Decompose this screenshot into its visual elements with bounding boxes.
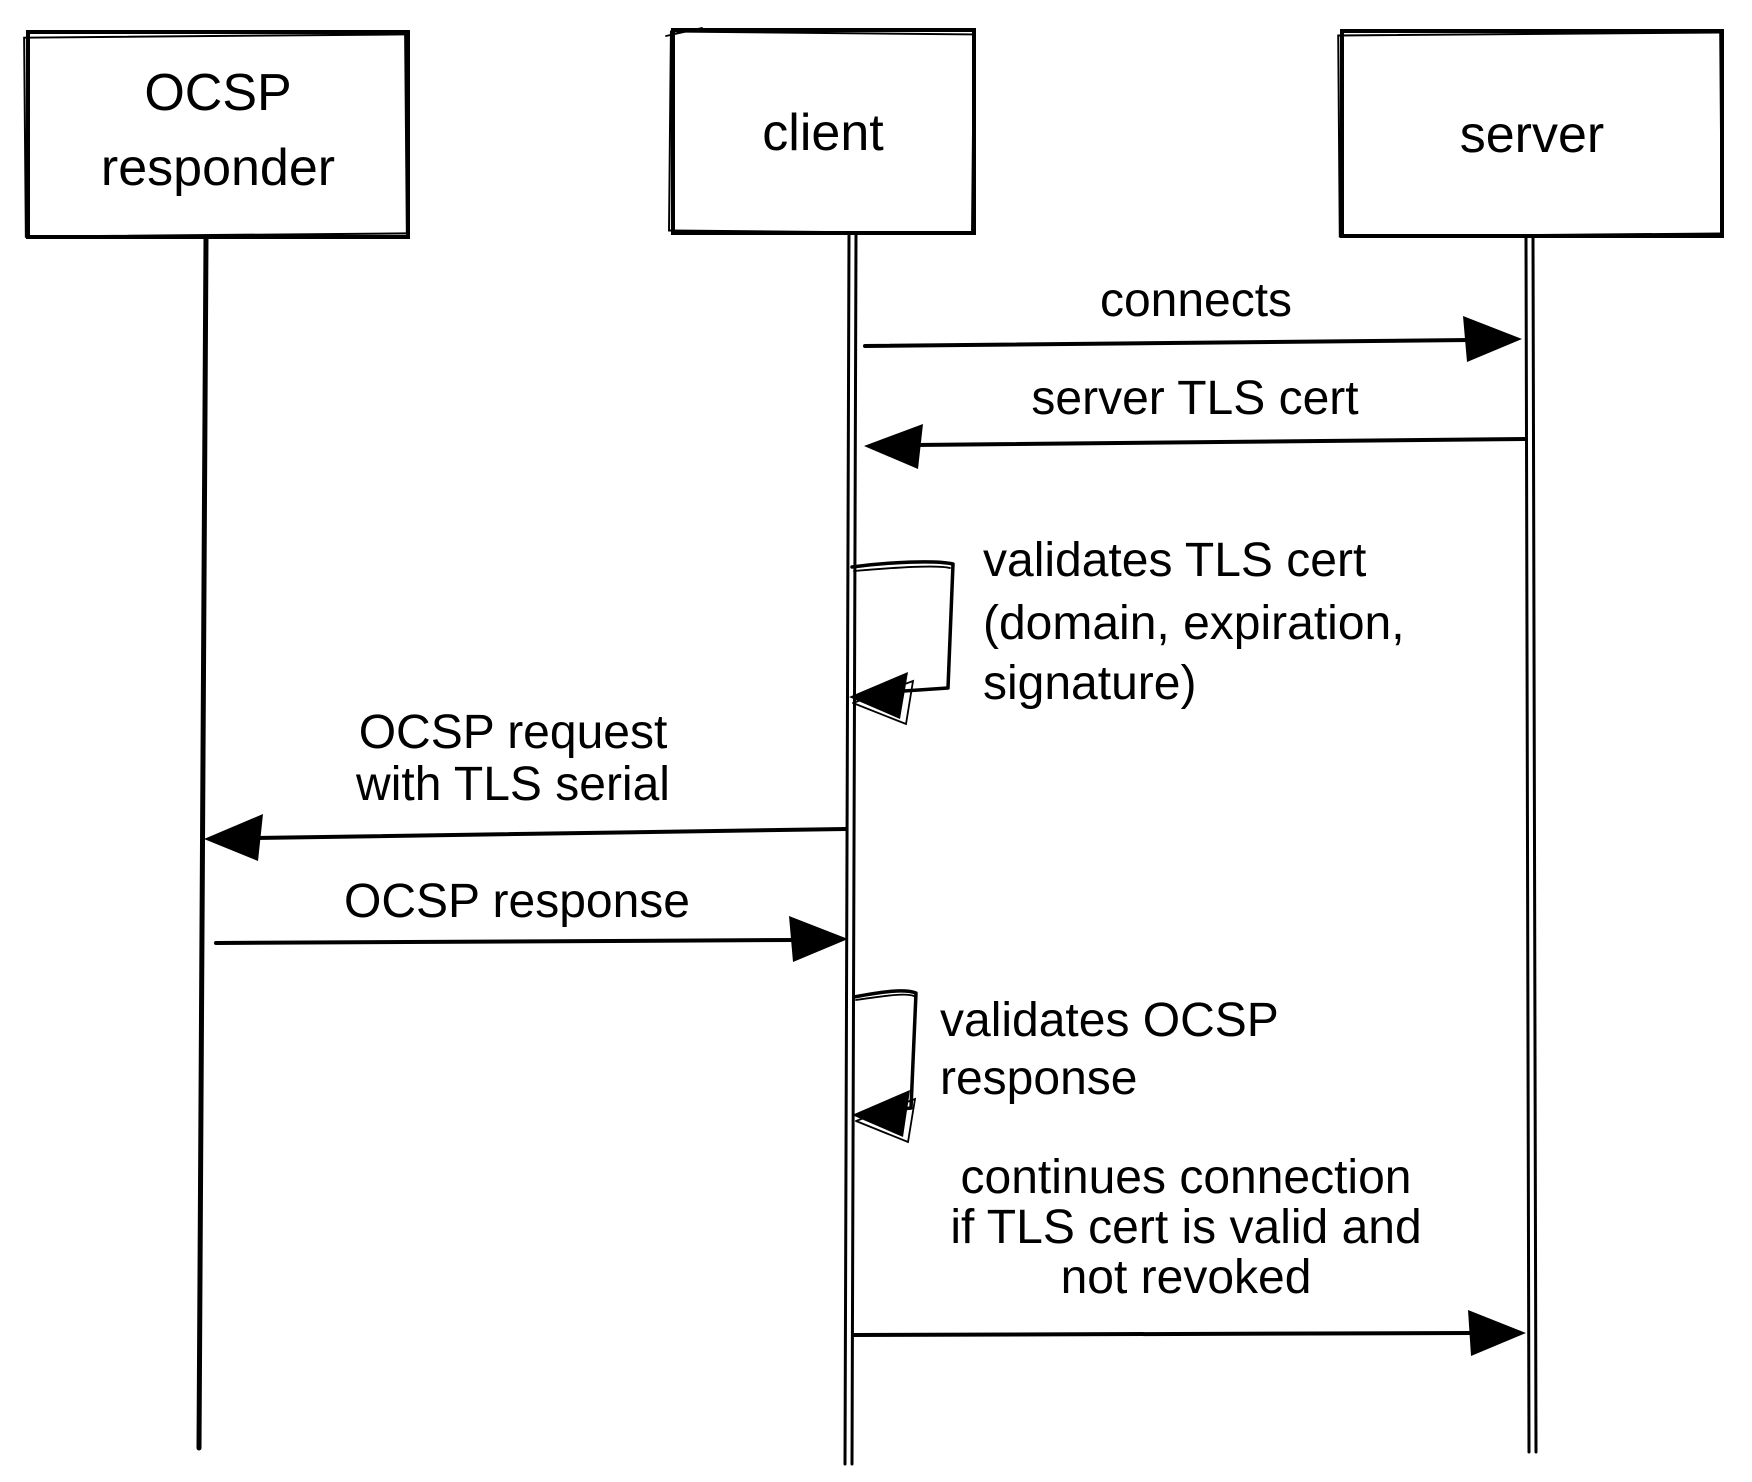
message-line-ocsp-request: [253, 827, 848, 840]
actor-box-server: [1340, 29, 1724, 238]
actor-box-ocsp-responder: [26, 30, 410, 239]
actor-box-client-sketch-stroke: [668, 30, 975, 235]
actor-ocsp-responder: OCSP responder: [23, 30, 410, 1451]
arrowhead-right-icon: [789, 916, 848, 962]
message-label-continues-line1: continues connection: [961, 1151, 1412, 1204]
lifeline-server-right: [1531, 235, 1538, 1454]
self-loop-validates-ocsp-response: validates OCSP response: [852, 989, 1279, 1144]
message-label-continues-line3: not revoked: [1061, 1251, 1312, 1304]
message-continues-connection: continues connection if TLS cert is vali…: [851, 1151, 1526, 1356]
arrowhead-right-icon: [1468, 1310, 1526, 1356]
message-label-server-tls-cert: server TLS cert: [1031, 372, 1358, 425]
actor-box-client-corner-sketch: [665, 27, 703, 37]
arrowhead-sketch-stroke: [855, 1097, 917, 1144]
message-connects: connects: [863, 274, 1522, 362]
message-label-validates-tls-line3: signature): [983, 657, 1196, 710]
message-ocsp-request: OCSP request with TLS serial: [204, 706, 848, 861]
message-label-ocsp-request-line2: with TLS serial: [355, 758, 670, 811]
actor-label-ocsp: OCSP: [144, 64, 291, 122]
actor-server: server: [1337, 29, 1724, 1454]
self-loop-validates-tls-cert: validates TLS cert (domain, expiration, …: [849, 534, 1405, 726]
lifeline-client-right: [850, 232, 858, 1466]
message-label-ocsp-response: OCSP response: [344, 875, 690, 928]
arrowhead-left-icon: [849, 672, 908, 719]
message-label-ocsp-request-line1: OCSP request: [359, 706, 668, 759]
message-line-connects: [863, 338, 1472, 348]
self-loop-line: [850, 560, 955, 695]
message-label-validates-ocsp-line2: response: [940, 1052, 1137, 1105]
message-line-server-tls-cert: [913, 437, 1527, 447]
message-label-connects: connects: [1100, 274, 1292, 327]
actor-label-client: client: [762, 104, 884, 162]
message-line-continues-connection: [851, 1331, 1474, 1337]
arrowhead-right-icon: [1463, 316, 1522, 362]
message-server-tls-cert: server TLS cert: [864, 372, 1527, 469]
actor-label-server: server: [1460, 106, 1604, 164]
lifeline-ocsp-responder: [196, 235, 209, 1451]
self-loop-sketch-stroke: [853, 565, 951, 572]
arrowhead-sketch-stroke: [852, 679, 915, 726]
message-label-validates-ocsp-line1: validates OCSP: [940, 994, 1279, 1047]
self-loop-sketch-stroke: [855, 993, 915, 1001]
lifeline-client-left: [843, 232, 851, 1466]
actor-box-server-sketch-stroke: [1337, 31, 1723, 238]
message-label-validates-tls-line2: (domain, expiration,: [983, 597, 1405, 650]
actor-label-responder: responder: [101, 139, 335, 197]
message-line-ocsp-response: [214, 938, 797, 945]
arrowhead-left-icon: [864, 424, 923, 469]
lifeline-server-left: [1524, 235, 1531, 1454]
message-label-continues-line2: if TLS cert is valid and: [950, 1201, 1421, 1254]
message-ocsp-response: OCSP response: [214, 875, 848, 962]
arrowhead-left-icon: [852, 1090, 910, 1137]
actor-box-ocsp-responder-sketch-stroke: [23, 33, 408, 238]
actor-client: client: [665, 27, 976, 1466]
self-loop-line: [852, 989, 918, 1114]
message-label-validates-tls-line1: validates TLS cert: [983, 534, 1366, 587]
arrowhead-left-icon: [204, 814, 263, 861]
